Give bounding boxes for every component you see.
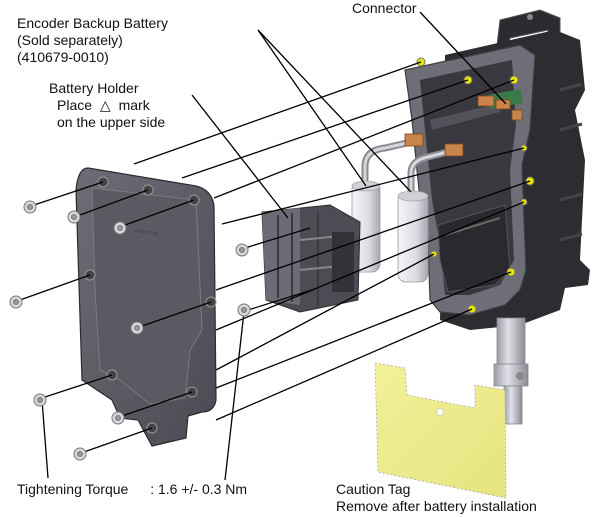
battery-holder-instruction: Place △ mark (57, 97, 150, 113)
caution-tag-instruction: Remove after battery installation (336, 498, 537, 514)
motor-shaft (493, 317, 529, 425)
cover-plate-holes (84, 176, 217, 434)
caution-tag-label: Caution Tag Remove after battery install… (336, 481, 537, 515)
encoder-battery-title: Encoder Backup Battery (17, 15, 168, 31)
encoder-battery-note: (Sold separately) (17, 32, 123, 48)
svg-text:▭▭ ▭▭: ▭▭ ▭▭ (134, 228, 159, 237)
motor-housing (404, 9, 590, 425)
tightening-torque-title: Tightening Torque (17, 481, 129, 497)
screw-icon (130, 321, 144, 335)
encoder-backup-battery-label: Encoder Backup Battery (Sold separately)… (17, 15, 168, 66)
battery-holder (261, 204, 361, 313)
cover-plate: ▭▭ ▭▭ (75, 167, 217, 447)
caution-tag-title: Caution Tag (336, 481, 411, 497)
screw-icon (73, 447, 87, 461)
connector-label: Connector (352, 0, 417, 16)
tightening-torque-label: Tightening Torque : 1.6 +/- 0.3 Nm (17, 481, 247, 498)
screw-icon (23, 200, 37, 214)
battery-holder-instruction-2: on the upper side (57, 114, 166, 130)
screw-icon (9, 295, 23, 309)
triangle-mark-icon: △ (99, 97, 111, 113)
screw-icon (113, 221, 127, 235)
housing-screw-holes (416, 57, 535, 314)
tightening-torque-value: : 1.6 +/- 0.3 Nm (150, 481, 248, 497)
battery-holder-title: Battery Holder (49, 80, 139, 96)
screw-icon (33, 393, 47, 407)
screw-icon (111, 411, 125, 425)
assembly-lines (19, 11, 531, 481)
screw-icon (67, 210, 81, 224)
screw-icon (235, 243, 249, 257)
screw-icon (237, 303, 251, 317)
screws (9, 200, 251, 461)
battery-holder-label: Battery Holder Place △ mark on the upper… (49, 80, 165, 131)
encoder-battery-part-number: (410679-0010) (17, 49, 109, 65)
caution-tag (374, 362, 507, 499)
